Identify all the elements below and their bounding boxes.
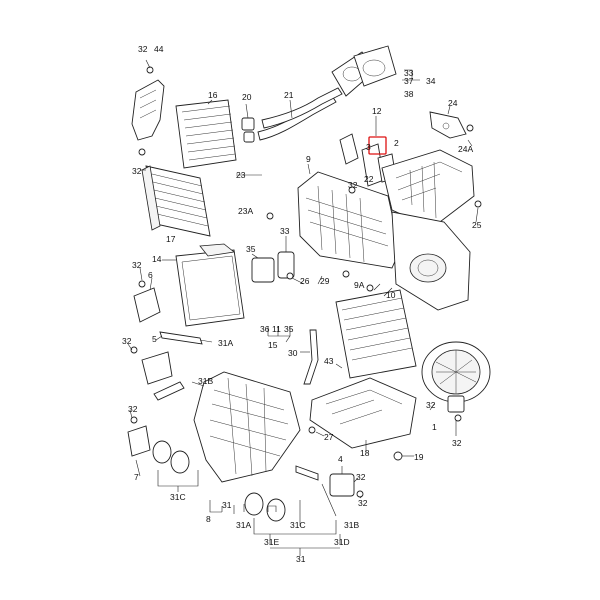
- label-23A: 23A: [238, 206, 253, 216]
- label-24A: 24A: [458, 144, 473, 154]
- part-sensor-35: [251, 251, 295, 283]
- label-32: 32: [348, 180, 358, 190]
- label-21: 21: [284, 90, 294, 100]
- label-9: 9: [306, 154, 311, 164]
- part-gasket-set-33: [331, 45, 397, 97]
- label-2: 2: [394, 138, 399, 148]
- label-32: 32: [122, 336, 132, 346]
- label-32: 32: [128, 404, 138, 414]
- label-5: 5: [152, 334, 157, 344]
- label-18: 18: [360, 448, 370, 458]
- label-32: 32: [356, 472, 366, 482]
- label-37: 37: [404, 76, 414, 86]
- label-31B: 31B: [198, 376, 213, 386]
- label-3: 3: [366, 142, 371, 152]
- part-flap-7: [127, 425, 190, 474]
- label-35: 35: [246, 244, 256, 254]
- label-15: 15: [268, 340, 278, 350]
- label-25: 25: [472, 220, 482, 230]
- label-31C: 31C: [290, 520, 306, 530]
- part-blower-housing-10: [391, 211, 471, 311]
- label-31A: 31A: [236, 520, 251, 530]
- part-heater-core-16: [175, 99, 237, 169]
- label-43: 43: [324, 356, 334, 366]
- callout-labels: 32 44 16 20 21 33 37 38 34 12 24 3 2 24A…: [122, 44, 482, 564]
- label-31D: 31D: [334, 537, 350, 547]
- label-14: 14: [152, 254, 162, 264]
- part-upper-housing-2: [381, 149, 475, 229]
- label-24: 24: [448, 98, 458, 108]
- label-19: 19: [414, 452, 424, 462]
- label-32: 32: [132, 260, 142, 270]
- part-filter-frame-14: [175, 243, 245, 327]
- label-38: 38: [404, 89, 414, 99]
- label-30: 30: [288, 348, 298, 358]
- part-actuator-4: [329, 473, 355, 497]
- leader-lines: [127, 59, 479, 556]
- label-35: 35: [284, 324, 294, 334]
- label-32: 32: [132, 166, 142, 176]
- label-22: 22: [364, 174, 374, 184]
- part-cabin-filter-43: [335, 289, 417, 379]
- part-valve-20: [241, 117, 255, 143]
- part-blower-motor-1: [421, 341, 491, 413]
- part-actuator-12: [339, 133, 397, 187]
- label-32: 32: [452, 438, 462, 448]
- label-26: 26: [300, 276, 310, 286]
- label-31C: 31C: [170, 492, 186, 502]
- label-31A: 31A: [218, 338, 233, 348]
- label-44: 44: [154, 44, 164, 54]
- label-27: 27: [324, 432, 334, 442]
- label-9A: 9A: [354, 280, 365, 290]
- part-filter-tray-18: [309, 377, 417, 449]
- label-7: 7: [134, 472, 139, 482]
- part-bracket-6: [133, 287, 161, 323]
- label-4: 4: [338, 454, 343, 464]
- label-23: 23: [236, 170, 246, 180]
- part-lower-housing-31B: [193, 371, 301, 483]
- label-31: 31: [296, 554, 306, 564]
- label-34: 34: [426, 76, 436, 86]
- label-20: 20: [242, 92, 252, 102]
- part-pipes-21: [257, 87, 343, 141]
- label-17: 17: [166, 234, 176, 244]
- label-12: 12: [372, 106, 382, 116]
- label-32: 32: [358, 498, 368, 508]
- part-linkage-5: [141, 331, 203, 401]
- part-evaporator-17: [141, 165, 211, 237]
- label-32: 32: [426, 400, 436, 410]
- label-6: 6: [148, 270, 153, 280]
- label-11: 11: [272, 324, 281, 334]
- screws: [130, 66, 482, 498]
- label-31: 31: [222, 500, 232, 510]
- label-33: 33: [404, 68, 414, 78]
- label-16: 16: [208, 90, 218, 100]
- label-31B: 31B: [344, 520, 359, 530]
- label-8: 8: [206, 514, 211, 524]
- part-bracket-24: [429, 111, 467, 139]
- highlight-box: [368, 136, 387, 155]
- label-32: 32: [138, 44, 148, 54]
- part-bracket-44: [131, 79, 165, 141]
- label-29: 29: [320, 276, 330, 286]
- label-36: 36: [260, 324, 270, 334]
- label-31E: 31E: [264, 537, 279, 547]
- part-hose-30: [303, 329, 319, 385]
- label-33: 33: [280, 226, 290, 236]
- label-1: 1: [432, 422, 437, 432]
- label-10: 10: [386, 290, 396, 300]
